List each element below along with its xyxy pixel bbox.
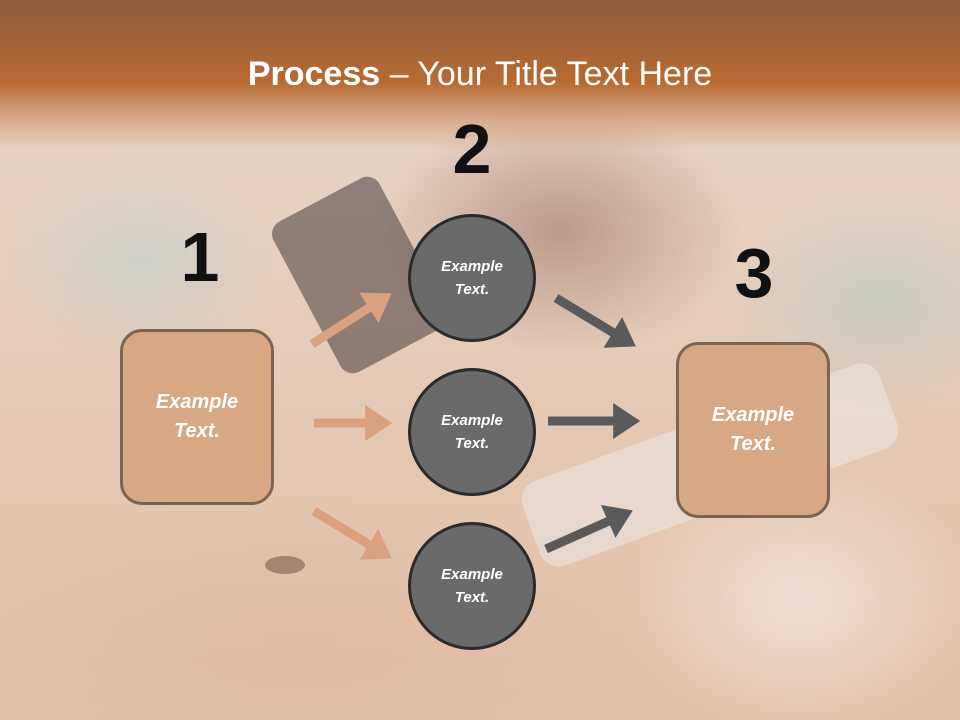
skin-mole	[265, 556, 305, 574]
step-2-middle-text: Example Text.	[441, 412, 503, 452]
step-1-box[interactable]: Example Text.	[120, 329, 274, 505]
step-3-box[interactable]: Example Text.	[676, 342, 830, 518]
title-rest: – Your Title Text Here	[380, 55, 713, 93]
step-2-top-text: Example Text.	[441, 258, 503, 298]
title-bold: Process	[247, 55, 381, 93]
slide-title: Process – Your Title Text Here	[0, 52, 960, 96]
step-3-text: Example Text.	[711, 404, 795, 455]
arrow-1-to-bottom	[311, 507, 392, 560]
step-2-bottom-text: Example Text.	[441, 566, 503, 606]
step-number-2: 2	[452, 110, 492, 188]
arrow-1-to-top	[309, 292, 392, 348]
step-2-circle-bottom[interactable]: Example Text.	[408, 522, 536, 650]
step-2-circle-middle[interactable]: Example Text.	[408, 368, 536, 496]
arrow-bottom-to-3	[544, 504, 633, 554]
step-1-text: Example Text.	[155, 391, 239, 442]
step-number-1: 1	[180, 218, 220, 296]
step-number-3: 3	[734, 234, 774, 312]
arrow-top-to-3	[553, 294, 636, 348]
step-2-circle-top[interactable]: Example Text.	[408, 214, 536, 342]
title-banner	[0, 0, 960, 150]
